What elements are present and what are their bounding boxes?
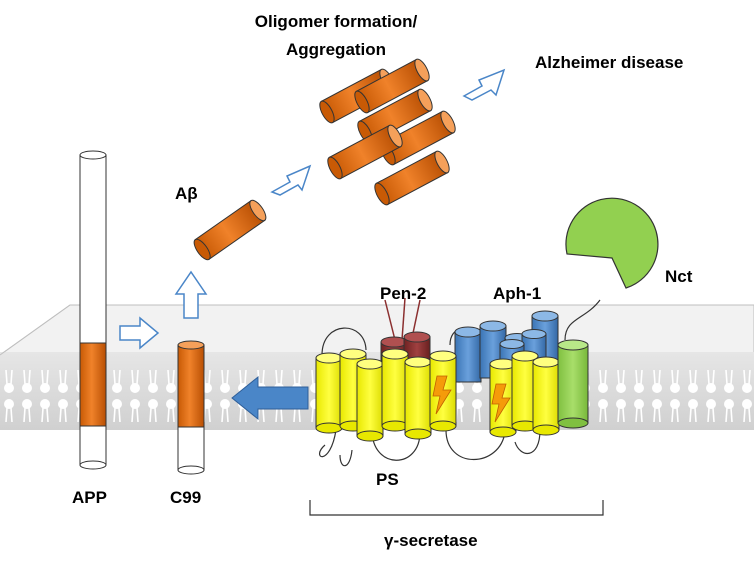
c99-label: C99 (170, 488, 201, 507)
presenilin-subunit (315, 348, 560, 442)
ps-label: PS (376, 470, 399, 489)
gamma-secretase-bracket (309, 500, 604, 516)
nicastrin-subunit (557, 197, 659, 429)
catalytic-site-bolt-icon (432, 375, 511, 423)
oligomer-aggregate (316, 56, 459, 208)
arrow-abeta-to-oligomer (270, 164, 312, 196)
nct-label: Nct (665, 267, 693, 286)
aph1-label: Aph-1 (493, 284, 541, 303)
oligomer-label-line2: Aggregation (286, 40, 386, 59)
arrow-app-to-c99 (119, 316, 160, 350)
abeta-label: Aβ (175, 184, 198, 203)
c99-fragment-bar (177, 340, 205, 475)
app-label: APP (72, 488, 107, 507)
arrow-oligomer-to-disease (462, 68, 506, 101)
alzheimer-disease-label: Alzheimer disease (535, 53, 683, 72)
oligomer-label-line1: Oligomer formation/ (255, 12, 418, 31)
gamma-secretase-label: γ-secretase (384, 531, 478, 550)
pen2-label: Pen-2 (380, 284, 426, 303)
abeta-peptide-rod (190, 197, 270, 263)
arrow-c99-to-abeta (174, 270, 208, 319)
cleavage-arrow (231, 375, 309, 421)
transmembrane-loops (319, 299, 601, 467)
app-protein-bar (79, 150, 107, 470)
